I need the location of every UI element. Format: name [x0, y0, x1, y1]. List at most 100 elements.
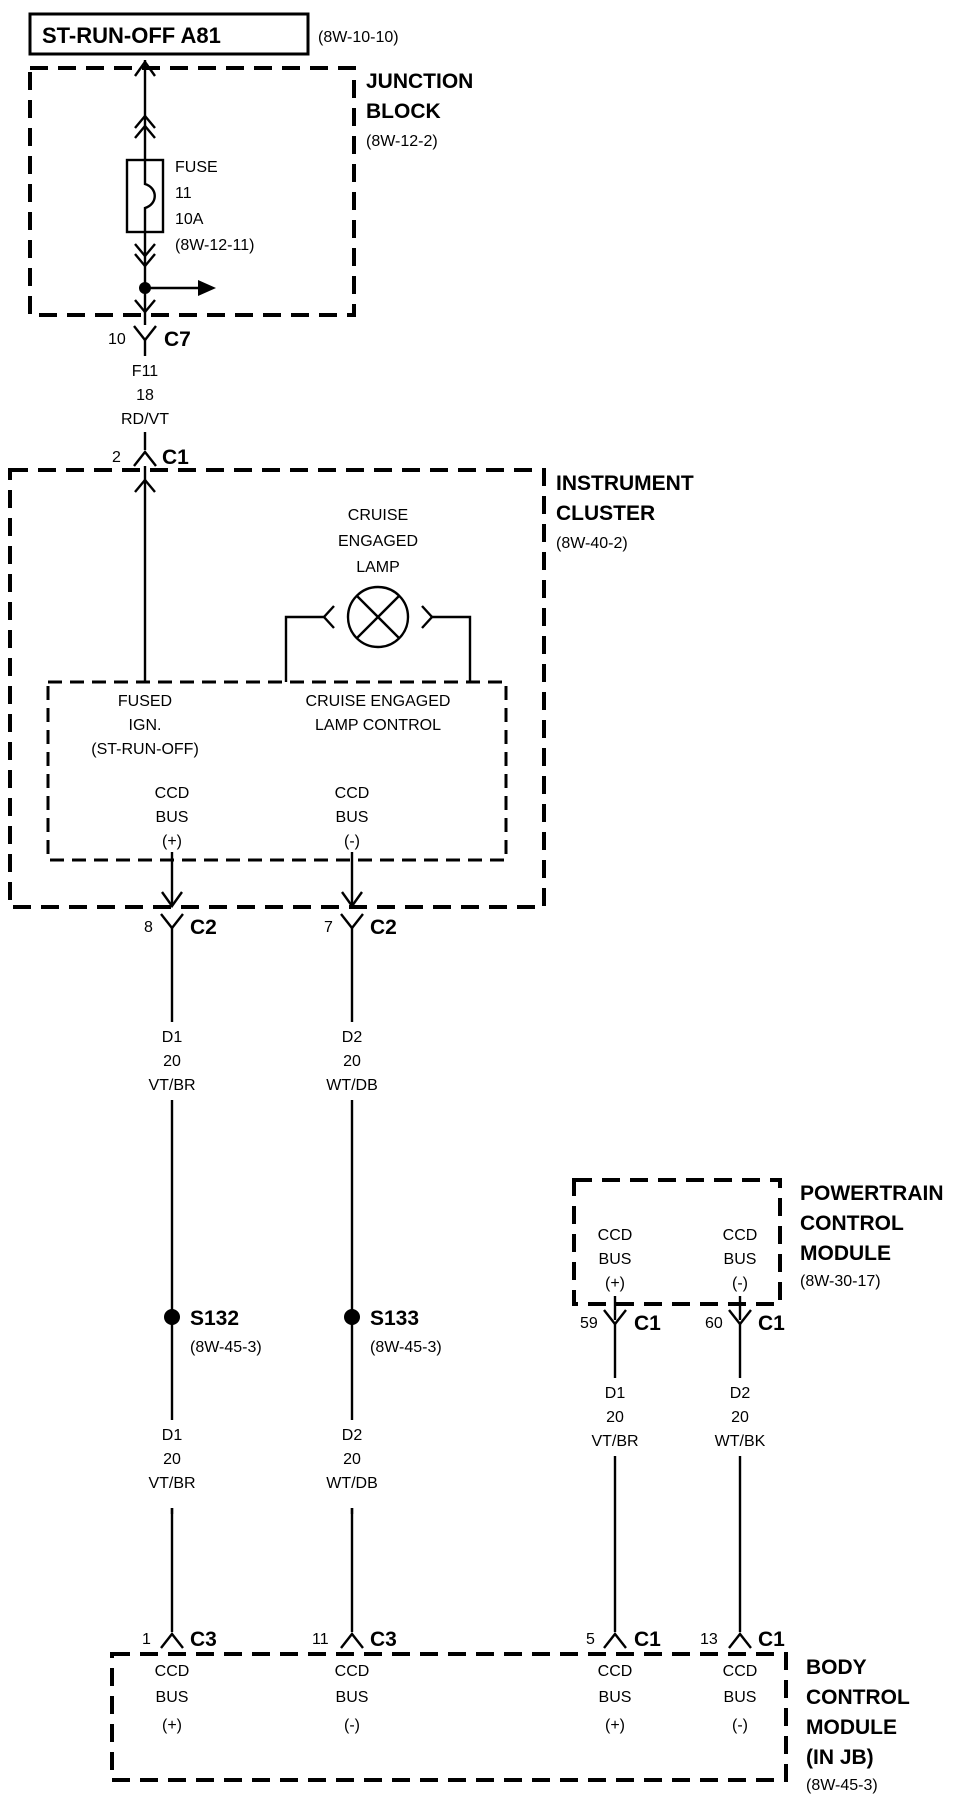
connector-bcm-c1-5: 5 C1	[586, 1628, 661, 1651]
wire-d1-top-gauge: 20	[163, 1053, 181, 1070]
fuse-label-2: 11	[175, 185, 192, 202]
bcm-bus1-label-2: BUS	[156, 1689, 189, 1706]
fuse-label-4: (8W-12-11)	[175, 237, 254, 254]
wire-d2-top-gauge: 20	[343, 1053, 361, 1070]
pcm-title-3: MODULE	[800, 1242, 891, 1265]
bcm-bus4-label-1: CCD	[723, 1663, 758, 1680]
wire-d2-top-color: WT/DB	[326, 1077, 378, 1094]
junction-block-title-2: BLOCK	[366, 100, 441, 123]
wire-d2-pcm-circuit: D2	[730, 1385, 751, 1402]
splice-s132-dot	[164, 1309, 180, 1325]
wire-d1-bot-circuit: D1	[162, 1427, 183, 1444]
wire-f11-color: RD/VT	[121, 411, 169, 428]
wire-lamp-left	[284, 615, 324, 682]
wire-d1-bot-gauge: 20	[163, 1451, 181, 1468]
connector-bcm-c3-11: 11 C3	[312, 1628, 397, 1651]
bcm-title-2: CONTROL	[806, 1686, 910, 1709]
fused-ign-label-2: IGN.	[129, 717, 162, 734]
bcm-ref: (8W-45-3)	[806, 1777, 878, 1794]
splice-s133: S133 (8W-45-3)	[344, 1307, 442, 1356]
junction-block-outline	[28, 66, 356, 317]
s132-name: S132	[190, 1307, 239, 1330]
connector-chevron-1	[134, 114, 156, 129]
wire-d1-pcm-gauge: 20	[606, 1409, 624, 1426]
s133-ref: (8W-45-3)	[370, 1339, 442, 1356]
c7-pin: 10	[108, 331, 126, 348]
pcm-bus-neg-label-2: BUS	[724, 1251, 757, 1268]
bcm-bus4-label-2: BUS	[724, 1689, 757, 1706]
c2b-name: C2	[370, 916, 397, 939]
bcm-c1a-name: C1	[634, 1628, 661, 1651]
bcm-bus2-label-3: (-)	[344, 1717, 360, 1734]
arrow-down-ic-pos	[161, 891, 183, 909]
fused-ign-label-3: (ST-RUN-OFF)	[91, 741, 199, 758]
fuse-label-3: 10A	[175, 211, 204, 228]
connector-bcm-c1-13: 13 C1	[700, 1628, 785, 1651]
connector-c2-neg: 7 C2	[324, 913, 397, 939]
connector-c1-ic: 2 C1	[112, 432, 189, 469]
junction-block: JUNCTION BLOCK (8W-12-2) FUSE 11 10A (8W…	[28, 59, 473, 325]
pcm-c1b-name: C1	[758, 1312, 785, 1335]
bcm-bus2-label-1: CCD	[335, 1663, 370, 1680]
bcm-bus3-label-1: CCD	[598, 1663, 633, 1680]
fuse-label-1: FUSE	[175, 159, 218, 176]
wire-lamp-right	[432, 615, 472, 682]
arrow-right-icon	[198, 280, 216, 296]
bcm-bus1-label-3: (+)	[162, 1717, 182, 1734]
instrument-cluster-title-1: INSTRUMENT	[556, 472, 694, 495]
bcm-bus2-label-2: BUS	[336, 1689, 369, 1706]
pcm-c1b-pin: 60	[705, 1315, 723, 1332]
instrument-cluster: INSTRUMENT CLUSTER (8W-40-2) CRUISE ENGA…	[8, 466, 694, 909]
pcm-title-2: CONTROL	[800, 1212, 904, 1235]
bcm-bus4-label-3: (-)	[732, 1717, 748, 1734]
wire-d2-top-labels: D2 20 WT/DB	[326, 1029, 378, 1094]
source-box	[28, 12, 310, 56]
ic-bus-pos-label-3: (+)	[162, 833, 182, 850]
pcm-outline	[572, 1178, 782, 1306]
connector-c2-pos: 8 C2	[144, 913, 217, 939]
connector-chevron-3	[134, 243, 156, 258]
connector-pcm-c1-neg: 60 C1	[705, 1296, 785, 1335]
bcm-outline	[110, 1652, 788, 1782]
lamp-control-label-1: CRUISE ENGAGED	[306, 693, 451, 710]
splice-s132: S132 (8W-45-3)	[164, 1307, 262, 1356]
wire-d1-top-color: VT/BR	[148, 1077, 195, 1094]
wire-d2-pcm-labels: D2 20 WT/BK	[715, 1385, 766, 1450]
ic-bus-neg-label-1: CCD	[335, 785, 370, 802]
ic-bus-neg-label-2: BUS	[336, 809, 369, 826]
instrument-cluster-outline	[8, 468, 546, 909]
wire-d1-pcm-color: VT/BR	[591, 1433, 638, 1450]
wire-d2-bot-labels: D2 20 WT/DB	[326, 1427, 378, 1492]
lamp-control-label-2: LAMP CONTROL	[315, 717, 441, 734]
instrument-cluster-inner-outline	[46, 680, 508, 862]
lamp-label-3: LAMP	[356, 559, 400, 576]
s132-ref: (8W-45-3)	[190, 1339, 262, 1356]
bcm-c1b-name: C1	[758, 1628, 785, 1651]
connector-chevron-4	[134, 253, 156, 268]
wire-d2-top-circuit: D2	[342, 1029, 363, 1046]
lamp-label-1: CRUISE	[348, 507, 408, 524]
bcm-c3a-pin: 1	[142, 1631, 151, 1648]
wire-d2-bot-gauge: 20	[343, 1451, 361, 1468]
lamp-label-2: ENGAGED	[338, 533, 418, 550]
label-bg-d1-bot	[140, 1420, 204, 1508]
connector-bcm-c3-1: 1 C3	[142, 1628, 217, 1651]
wire-d1-top-circuit: D1	[162, 1029, 183, 1046]
bcm-title-1: BODY	[806, 1656, 867, 1679]
fused-ign-label-1: FUSED	[118, 693, 172, 710]
body-control-module: BODY CONTROL MODULE (IN JB) (8W-45-3) CC…	[110, 1652, 910, 1794]
pcm-c1a-pin: 59	[580, 1315, 598, 1332]
wire-f11-labels: F11 18 RD/VT	[121, 363, 169, 428]
wire-d1-bot-color: VT/BR	[148, 1475, 195, 1492]
pcm-title-1: POWERTRAIN	[800, 1182, 944, 1205]
connector-pcm-c1-pos: 59 C1	[580, 1296, 661, 1335]
powertrain-control-module: POWERTRAIN CONTROL MODULE (8W-30-17) CCD…	[572, 1178, 944, 1306]
ic-bus-neg-label-3: (-)	[344, 833, 360, 850]
ic-bus-pos-label-2: BUS	[156, 809, 189, 826]
wire-d1-bot-labels: D1 20 VT/BR	[148, 1427, 195, 1492]
lamp-connector-left	[322, 605, 335, 629]
bcm-title-3: MODULE	[806, 1716, 897, 1739]
pcm-c1a-name: C1	[634, 1312, 661, 1335]
pcm-bus-pos-label-2: BUS	[599, 1251, 632, 1268]
